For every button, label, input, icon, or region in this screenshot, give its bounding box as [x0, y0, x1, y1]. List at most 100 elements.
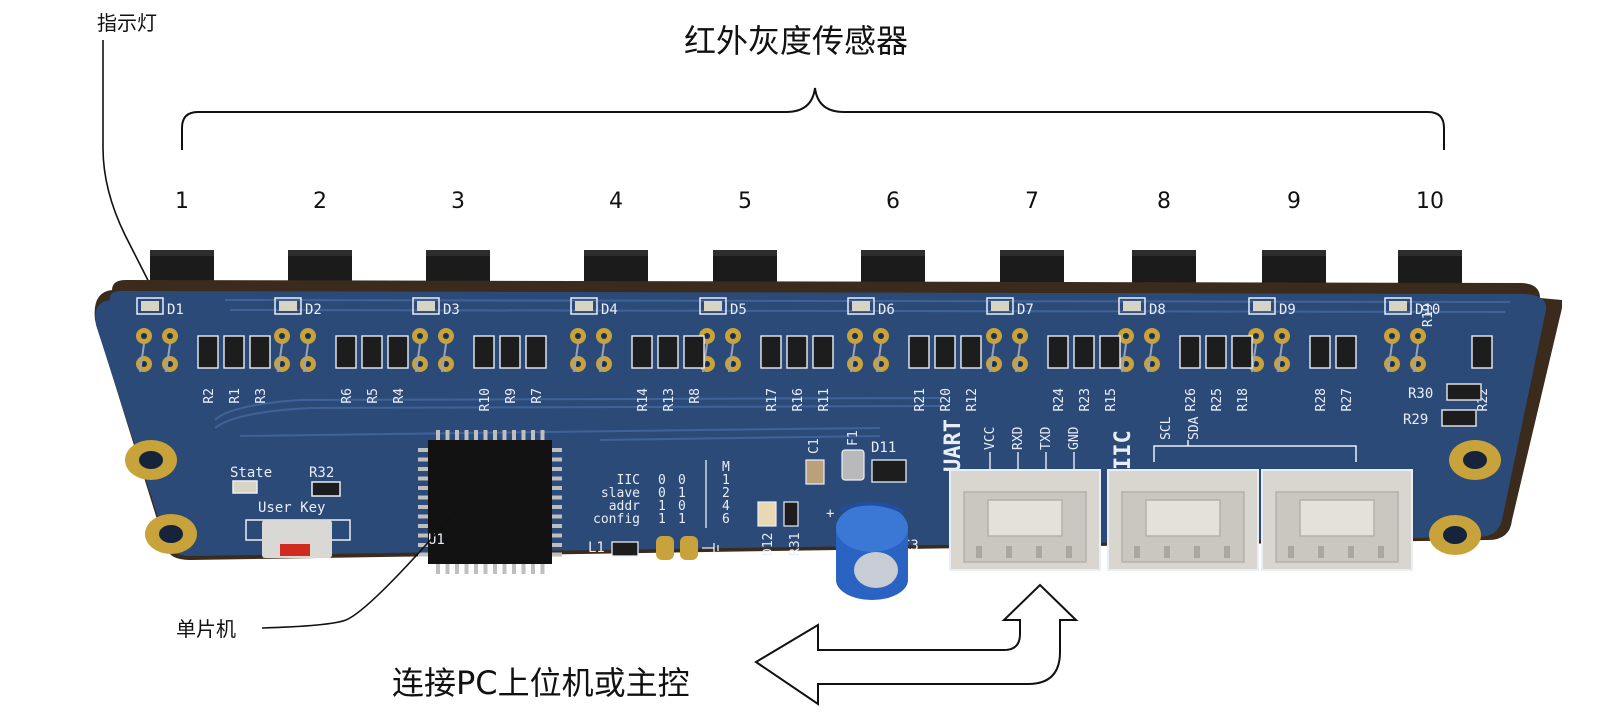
state-led [232, 480, 258, 494]
sensor-housing-top [1000, 250, 1064, 256]
resistor-label: R15 [1104, 388, 1119, 411]
connector-pin [1164, 546, 1170, 558]
mode-bit: 0 [658, 486, 666, 501]
f1-label: F1 [846, 430, 861, 446]
mcu-pin [540, 430, 545, 440]
led-part [575, 301, 593, 311]
led-outline [136, 297, 164, 315]
pad-hole [1017, 361, 1023, 367]
led-outline [412, 297, 440, 315]
resistor-label: R9 [504, 388, 519, 404]
resistor-part [361, 335, 383, 369]
resistor-label: R11 [817, 388, 832, 411]
u1-label: U1 [428, 532, 445, 548]
pad-hole [1123, 361, 1129, 367]
mcu-pin [445, 564, 450, 574]
pad-hole [575, 333, 581, 339]
mode-value: 2 [722, 486, 730, 501]
resistor-part [1099, 335, 1121, 369]
mcu-body [428, 440, 552, 564]
led-part [852, 301, 870, 311]
c1-part [805, 459, 825, 485]
resistor-part [1309, 335, 1331, 369]
mcu-pin [455, 564, 459, 574]
pad-hole [852, 333, 858, 339]
mcu-pin [521, 564, 526, 574]
mcu-pin [483, 564, 488, 574]
indicator-leader [102, 40, 159, 301]
pad-hole [704, 361, 710, 367]
led-part [141, 301, 159, 311]
pad-hole [305, 333, 311, 339]
pad-row [136, 328, 1426, 373]
channel-label: 7 [1025, 189, 1039, 214]
pad-hole [878, 333, 884, 339]
d11-label: D11 [871, 440, 896, 456]
mcu-leader [261, 511, 456, 629]
r31-label: R31 [788, 533, 803, 556]
resistor-part [908, 335, 930, 369]
mcu-pin [552, 505, 562, 509]
connectors [949, 469, 1413, 571]
connector-pin [1194, 546, 1200, 558]
iic-label: IIC [1111, 430, 1136, 470]
mode-name: slave [601, 486, 640, 501]
iic-bracket [1153, 440, 1357, 462]
mcu-pin [418, 495, 428, 500]
resistor-part [1335, 335, 1357, 369]
mode-bit: 0 [658, 473, 666, 488]
mcu-pin [445, 430, 450, 440]
channel-label: 10 [1416, 189, 1444, 214]
led-label: D4 [601, 302, 618, 318]
pad-hole [1123, 333, 1129, 339]
resistor-part [1047, 335, 1069, 369]
resistor-label: R18 [1236, 388, 1251, 411]
mcu-pin [418, 524, 428, 528]
mode-bit: 1 [678, 512, 686, 527]
led-label: D9 [1279, 302, 1296, 318]
mcu-pin [552, 524, 562, 528]
pad-lead [165, 343, 171, 373]
mcu-pin [474, 564, 478, 574]
channel-label: 9 [1287, 189, 1301, 214]
mcu-pin [521, 430, 526, 440]
mode-bit: 0 [678, 499, 686, 514]
mcu-pin [418, 543, 428, 547]
connector-pin [1134, 546, 1140, 558]
mcu-pin [552, 467, 562, 471]
resistor-part [223, 335, 245, 369]
mcu-pin [418, 552, 428, 557]
led-outline [1118, 297, 1146, 315]
mode-name: addr [609, 499, 640, 514]
resistor-part [683, 335, 705, 369]
pad-lead [415, 343, 421, 373]
pad-lead [599, 343, 605, 373]
sensor-housing-top [713, 250, 777, 256]
pad-hole [852, 361, 858, 367]
channel-label: 8 [1157, 189, 1171, 214]
title: 红外灰度传感器 [684, 22, 908, 60]
pad-hole [305, 361, 311, 367]
jumper-2 [680, 536, 698, 560]
r32-part [311, 481, 341, 497]
led-label: D1 [167, 302, 184, 318]
mode-bit: 1 [658, 512, 666, 527]
mode-value: 6 [722, 512, 730, 527]
r30-label: R30 [1408, 386, 1433, 402]
resistor-part [335, 335, 357, 369]
pad-hole [601, 333, 607, 339]
uart-pin-label: RXD [1011, 426, 1026, 450]
pad-hole [167, 333, 173, 339]
mcu-pin [502, 564, 507, 574]
led-part [991, 301, 1009, 311]
pad-lead [1147, 343, 1153, 373]
resistor-part [249, 335, 271, 369]
connector-pin [1378, 546, 1384, 558]
mcu-pin [552, 514, 562, 519]
pad-hole [878, 361, 884, 367]
pad-hole [1279, 333, 1285, 339]
user-key-body [262, 520, 332, 558]
pad-hole [443, 361, 449, 367]
uart-pin-label: TXD [1039, 426, 1054, 450]
indicator-label: 指示灯 [97, 11, 157, 35]
